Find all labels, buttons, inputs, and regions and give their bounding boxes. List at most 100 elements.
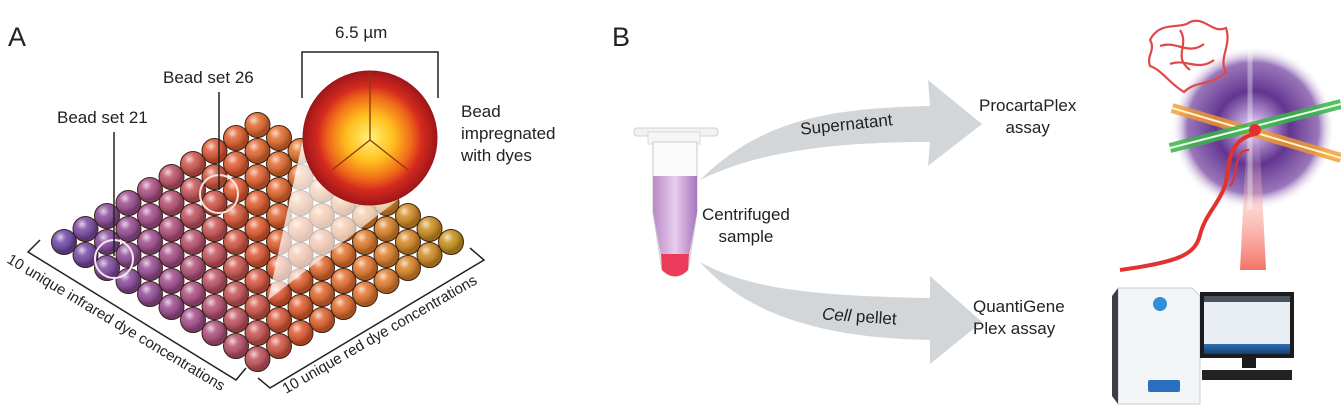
bead-highlight: [202, 321, 227, 345]
procartaplex-line-1: ProcartaPlex: [979, 96, 1077, 115]
bead-highlight: [267, 308, 291, 332]
cell-italic: Cell: [821, 304, 852, 326]
bead-highlight: [159, 295, 184, 319]
bead-set-21-label: Bead set 21: [57, 108, 148, 127]
bead-highlight: [138, 282, 162, 306]
bead-highlight: [202, 139, 227, 163]
bead-highlight: [267, 152, 291, 176]
bead-highlight: [138, 178, 162, 202]
bead-highlight: [181, 204, 205, 228]
bead-highlight: [138, 204, 162, 228]
bead-highlight: [159, 165, 184, 189]
tube-label: Centrifuged sample: [702, 204, 790, 248]
bead-highlight: [224, 282, 248, 306]
axis-bracket-red: [257, 247, 486, 389]
bead-highlight: [202, 243, 227, 267]
bead-highlight: [331, 295, 356, 319]
panel-b-label: B: [612, 22, 631, 52]
panel-a-label: A: [8, 22, 27, 52]
bead-highlight: [331, 269, 356, 293]
bead-highlight: [396, 256, 420, 280]
bead-highlight: [310, 282, 334, 306]
bead-highlight: [202, 269, 227, 293]
detected-bead: [1249, 124, 1261, 136]
bead-highlight: [138, 256, 162, 280]
detection-beam: [1240, 130, 1266, 270]
procartaplex-line-2: assay: [1005, 118, 1050, 137]
quantigene-line-1: QuantiGene: [973, 297, 1065, 316]
bead-highlight: [267, 178, 291, 202]
cell-pellet-layer: [661, 254, 689, 277]
bead-highlight: [245, 243, 270, 267]
bead-highlight: [224, 152, 248, 176]
arrow-label-supernatant: Supernatant: [799, 110, 894, 139]
bead-highlight: [288, 321, 313, 345]
laser-orange: [1170, 103, 1341, 163]
bead-highlight: [374, 243, 399, 267]
bead-highlight: [245, 295, 270, 319]
bead-highlight: [224, 334, 248, 358]
bead-highlight: [181, 256, 205, 280]
bead-highlight: [353, 282, 377, 306]
bead-highlight: [245, 113, 270, 137]
analyzer-instrument: [1112, 287, 1294, 405]
bead-cutaway-lines: [331, 72, 409, 171]
bead-highlight: [331, 243, 356, 267]
bead-highlight: [245, 321, 270, 345]
bead-highlight: [224, 230, 248, 254]
bead-highlight: [181, 152, 205, 176]
bead-highlight: [159, 217, 184, 241]
bead-highlight: [224, 126, 248, 150]
quantigene-line-2: Plex assay: [973, 319, 1056, 338]
monitor: [1200, 292, 1294, 358]
centrifuge-tube: [633, 127, 719, 277]
bead-highlight: [181, 282, 205, 306]
bead-set-26-label: Bead set 26: [163, 68, 254, 87]
bead-highlight: [245, 191, 270, 215]
tube-label-line-2: sample: [718, 227, 774, 246]
bead-highlight: [181, 178, 205, 202]
bead-highlight: [116, 217, 141, 241]
detection-illustration: [1119, 19, 1341, 272]
bead-highlight: [138, 230, 162, 254]
arrow-label-cell-pellet: Cell pellet: [821, 303, 897, 329]
bead-highlight: [267, 126, 291, 150]
bead-highlight: [224, 204, 248, 228]
size-bracket: [301, 51, 439, 98]
bead-highlight: [396, 204, 420, 228]
instrument-logo: [1153, 297, 1167, 311]
bead-highlight: [267, 334, 291, 358]
bead-highlight: [374, 269, 399, 293]
bead-description: Bead impregnated with dyes: [461, 101, 556, 167]
bead-highlight: [374, 217, 399, 241]
bead-highlight: [245, 217, 270, 241]
quantigene-label: QuantiGene Plex assay: [973, 296, 1065, 340]
instrument-panel: [1148, 380, 1180, 392]
bead-desc-line-3: with dyes: [461, 146, 532, 165]
bead-highlight: [224, 308, 248, 332]
supernatant-layer: [653, 176, 697, 256]
bead-highlight: [202, 295, 227, 319]
procartaplex-label: ProcartaPlex assay: [979, 95, 1076, 139]
bead-highlight: [159, 243, 184, 267]
bead-highlight: [116, 191, 141, 215]
bead-highlight: [353, 256, 377, 280]
bead-highlight: [353, 230, 377, 254]
tube-label-line-1: Centrifuged: [702, 205, 790, 224]
laser-green: [1168, 99, 1341, 153]
protein-structure: [1147, 19, 1229, 94]
bead-highlight: [52, 230, 76, 254]
keyboard: [1202, 370, 1292, 380]
bead-highlight: [288, 295, 313, 319]
bead-highlight: [245, 139, 270, 163]
bead-highlight: [181, 308, 205, 332]
bead-highlight: [417, 217, 442, 241]
bead-highlight: [417, 243, 442, 267]
bead-highlight: [224, 256, 248, 280]
bead-highlight: [116, 243, 141, 267]
pellet-text: pellet: [850, 306, 898, 329]
bead-highlight: [439, 230, 463, 254]
bead-highlight: [73, 217, 98, 241]
bead-highlight: [310, 308, 334, 332]
bead-array-diagram: 10 unique infrared dye concentrations 10…: [4, 51, 486, 397]
